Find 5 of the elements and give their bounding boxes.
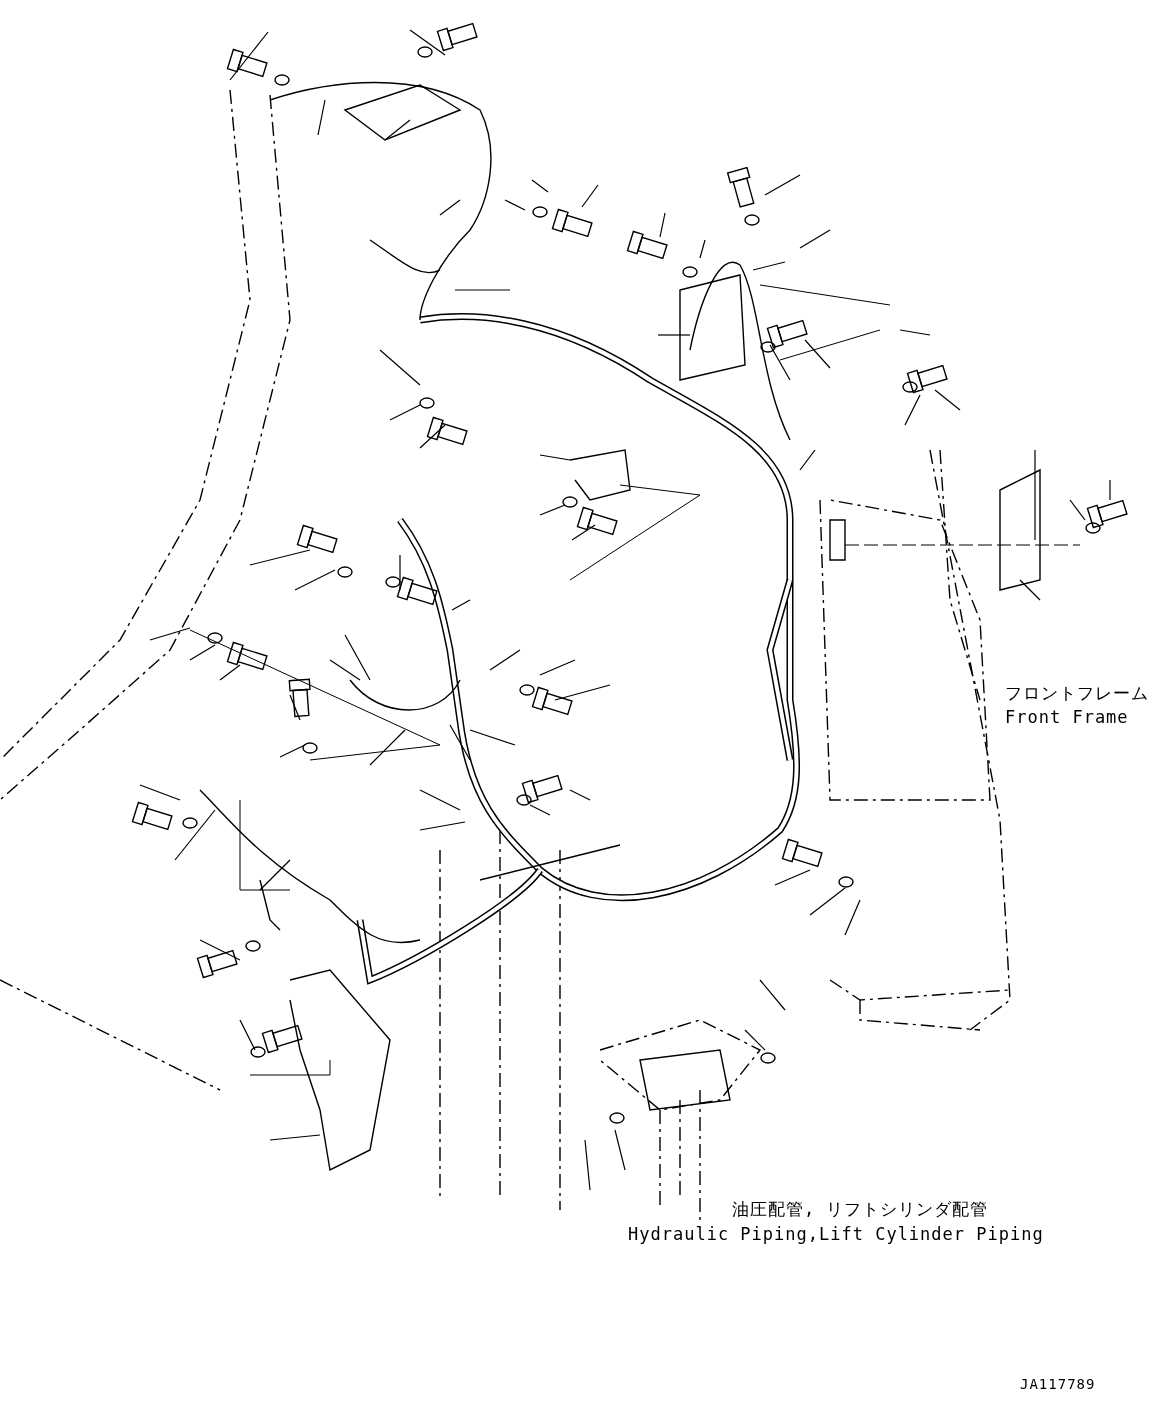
part-label: Hydraulic Piping,Lift Cylinder Piping (628, 1224, 1044, 1244)
part-label: フロントフレーム (1005, 682, 1149, 705)
part-label: 油圧配管, リフトシリンダ配管 (732, 1198, 989, 1221)
part-label: Front Frame (1005, 707, 1129, 727)
drawing-number: JA117789 (1020, 1376, 1096, 1392)
